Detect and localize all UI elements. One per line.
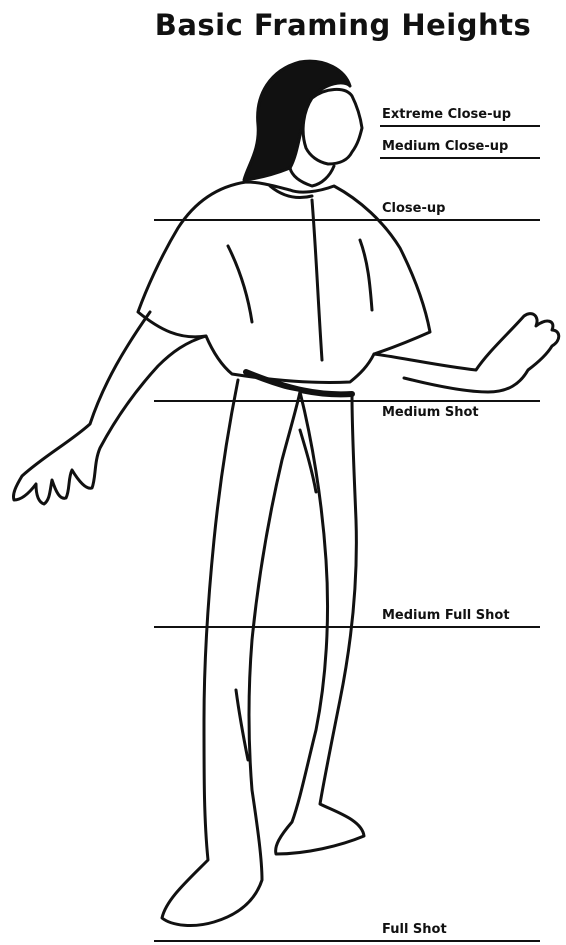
close-up-line bbox=[154, 219, 540, 221]
figure-face bbox=[303, 89, 362, 164]
figure-neck bbox=[290, 166, 334, 186]
full-shot-label: Full Shot bbox=[382, 922, 447, 937]
medium-full-shot-label: Medium Full Shot bbox=[382, 608, 510, 623]
figure-left-leg bbox=[162, 380, 300, 925]
medium-shot-line bbox=[154, 400, 540, 402]
full-shot-line bbox=[154, 940, 540, 942]
close-up-label: Close-up bbox=[382, 201, 445, 216]
medium-full-shot-line bbox=[154, 626, 540, 628]
medium-close-up-line bbox=[380, 157, 540, 159]
figure-right-leg bbox=[276, 392, 364, 854]
medium-close-up-label: Medium Close-up bbox=[382, 139, 508, 154]
figure-left-arm bbox=[13, 312, 206, 504]
extreme-close-up-line bbox=[380, 125, 540, 127]
extreme-close-up-label: Extreme Close-up bbox=[382, 107, 511, 122]
medium-shot-label: Medium Shot bbox=[382, 405, 479, 420]
